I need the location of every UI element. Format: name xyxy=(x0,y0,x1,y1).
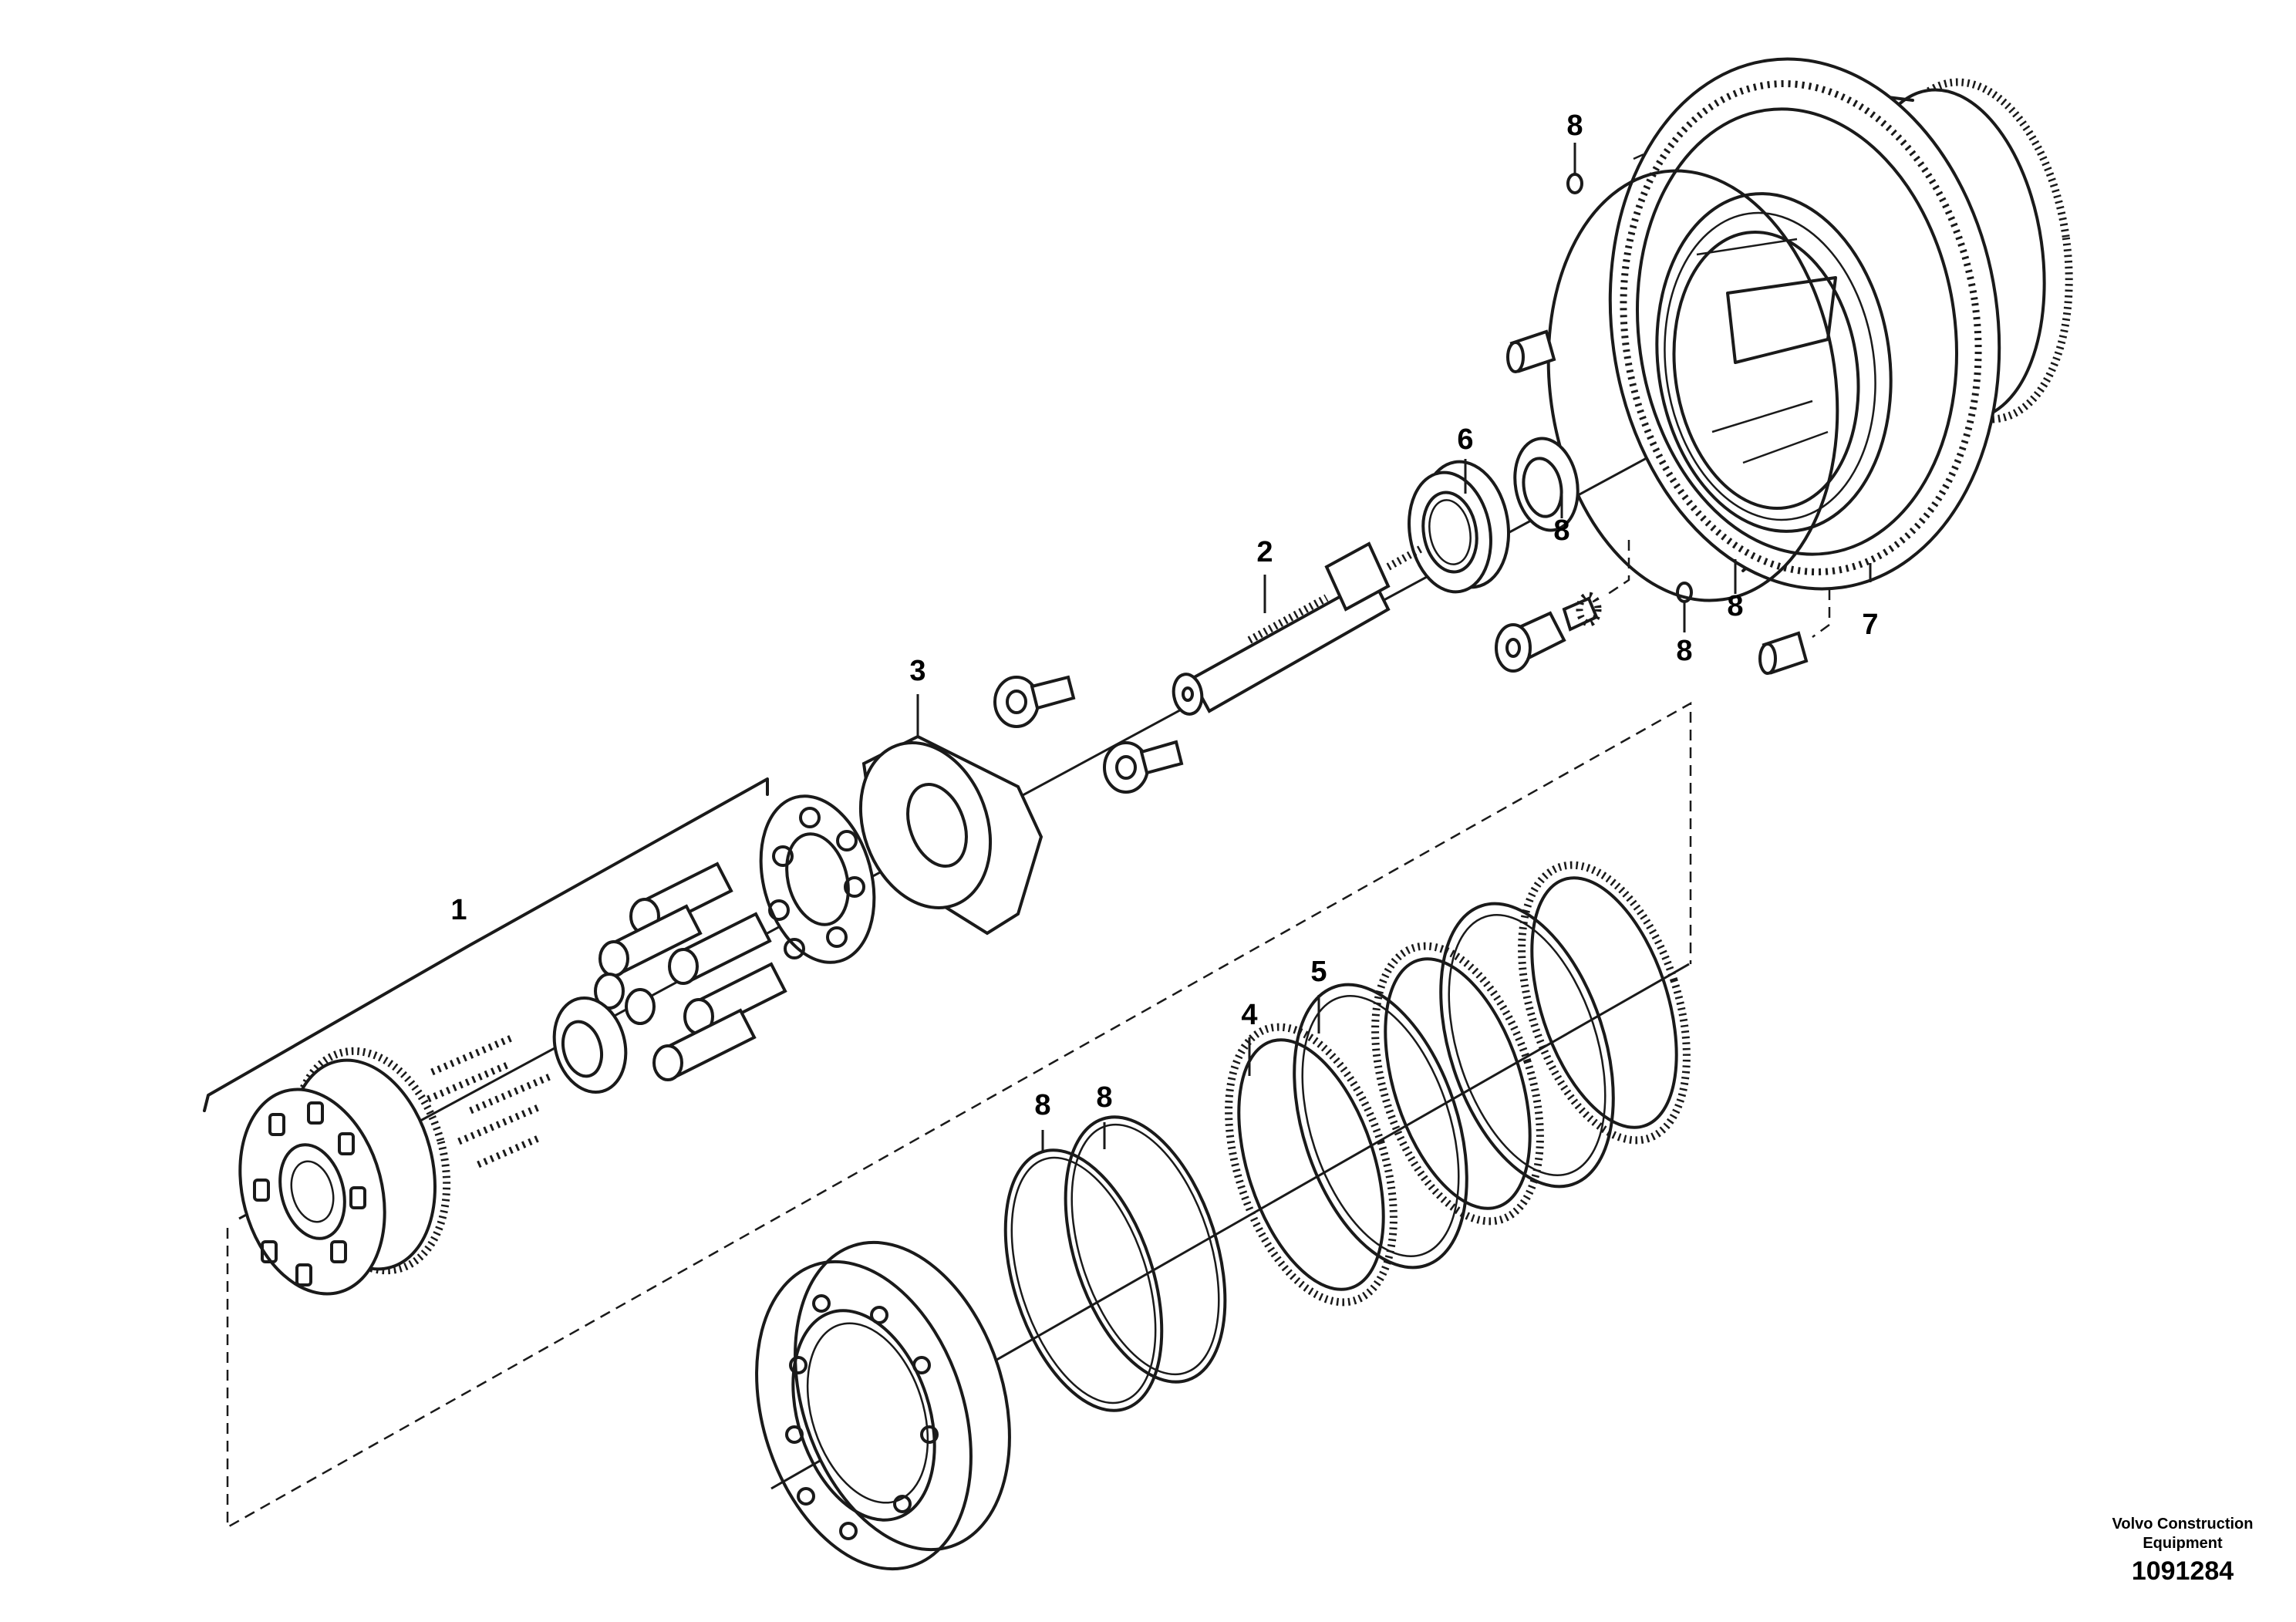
credit-line-2: Equipment xyxy=(2143,1535,2223,1552)
cylinder-block-bore xyxy=(278,1143,346,1240)
shaft-end-face xyxy=(1172,673,1204,716)
callout-6: 6 xyxy=(1457,423,1473,456)
callout-3: 3 xyxy=(909,655,925,687)
brake-seal-ring-front xyxy=(1003,1148,1164,1412)
callout-1: 1 xyxy=(450,894,467,926)
swash-plate xyxy=(858,734,1043,936)
callout-8-oring: 8 xyxy=(1727,590,1743,622)
brake-disc-rear xyxy=(1518,861,1691,1145)
bearing-bore xyxy=(1428,499,1472,565)
washer-lower xyxy=(1676,582,1693,603)
housing-dowel-pin-lower xyxy=(1758,631,1809,675)
brake-seal-ring-rear xyxy=(1064,1115,1227,1384)
piston-retainer-plate xyxy=(759,794,876,964)
spring-set xyxy=(426,1034,553,1168)
callout-8-top: 8 xyxy=(1566,110,1583,142)
callout-7: 7 xyxy=(1862,609,1878,641)
control-piston-upper xyxy=(993,675,1076,728)
piston-set xyxy=(594,862,787,1081)
shaft-spline-end xyxy=(1386,544,1425,571)
brake-plate-5 xyxy=(1293,983,1468,1270)
guide-frame xyxy=(226,701,1692,1529)
brake-disc-4 xyxy=(1225,1023,1397,1307)
relief-valve-plug xyxy=(1495,592,1602,673)
control-piston-lower xyxy=(1103,740,1184,794)
ball-guide xyxy=(552,996,628,1094)
guide-bolt-lower xyxy=(1607,540,1630,595)
washer-top xyxy=(1566,173,1583,194)
callout-8-brake-front: 8 xyxy=(1034,1089,1050,1121)
housing-dowel-pin-upper xyxy=(1506,329,1556,373)
callout-5: 5 xyxy=(1310,956,1327,988)
callout-4: 4 xyxy=(1241,999,1257,1031)
shaft-body xyxy=(1189,576,1391,713)
brake-disc-middle xyxy=(1371,942,1544,1226)
housing-assembly xyxy=(1608,57,2073,591)
cylinder-block-teeth xyxy=(289,1047,451,1275)
cylinder-block-bore-inner xyxy=(290,1160,335,1223)
callout-2: 2 xyxy=(1256,536,1273,568)
housing-flange-inner xyxy=(1636,107,1958,556)
housing-flange xyxy=(1608,57,2001,591)
callout-8-washer: 8 xyxy=(1676,635,1692,667)
swash-plate-bore xyxy=(906,782,968,868)
bearing-inner-race xyxy=(1421,491,1478,574)
callout-8-brake-rear: 8 xyxy=(1096,1081,1112,1114)
housing-ring-gear-teeth xyxy=(1876,78,2073,423)
shaft-center-hole xyxy=(1182,686,1194,702)
seal-ring xyxy=(1513,437,1580,532)
drive-shaft xyxy=(1172,541,1425,716)
assembly-axis xyxy=(238,338,1867,1220)
shaft-collar xyxy=(1324,541,1391,612)
brake-piston xyxy=(755,1240,1011,1571)
housing-bore-outer xyxy=(1655,192,1893,533)
housing-bore-step xyxy=(1664,211,1876,521)
housing-bore-inner xyxy=(1672,230,1860,511)
housing-internal-detail xyxy=(1696,238,1829,464)
group-bracket-1 xyxy=(203,777,769,1112)
credit-line-1: Volvo Construction xyxy=(2112,1516,2254,1533)
brake-seal-ring-front-inner xyxy=(1010,1156,1157,1404)
bearing-assembly xyxy=(1408,460,1511,594)
drawing-number: 1091284 xyxy=(2131,1556,2234,1586)
callout-8-seal: 8 xyxy=(1553,514,1569,547)
brake-plate-middle xyxy=(1439,902,1615,1189)
housing-o-ring xyxy=(1546,169,1839,602)
swash-plate-face xyxy=(858,741,993,909)
cylinder-block xyxy=(238,1047,451,1296)
